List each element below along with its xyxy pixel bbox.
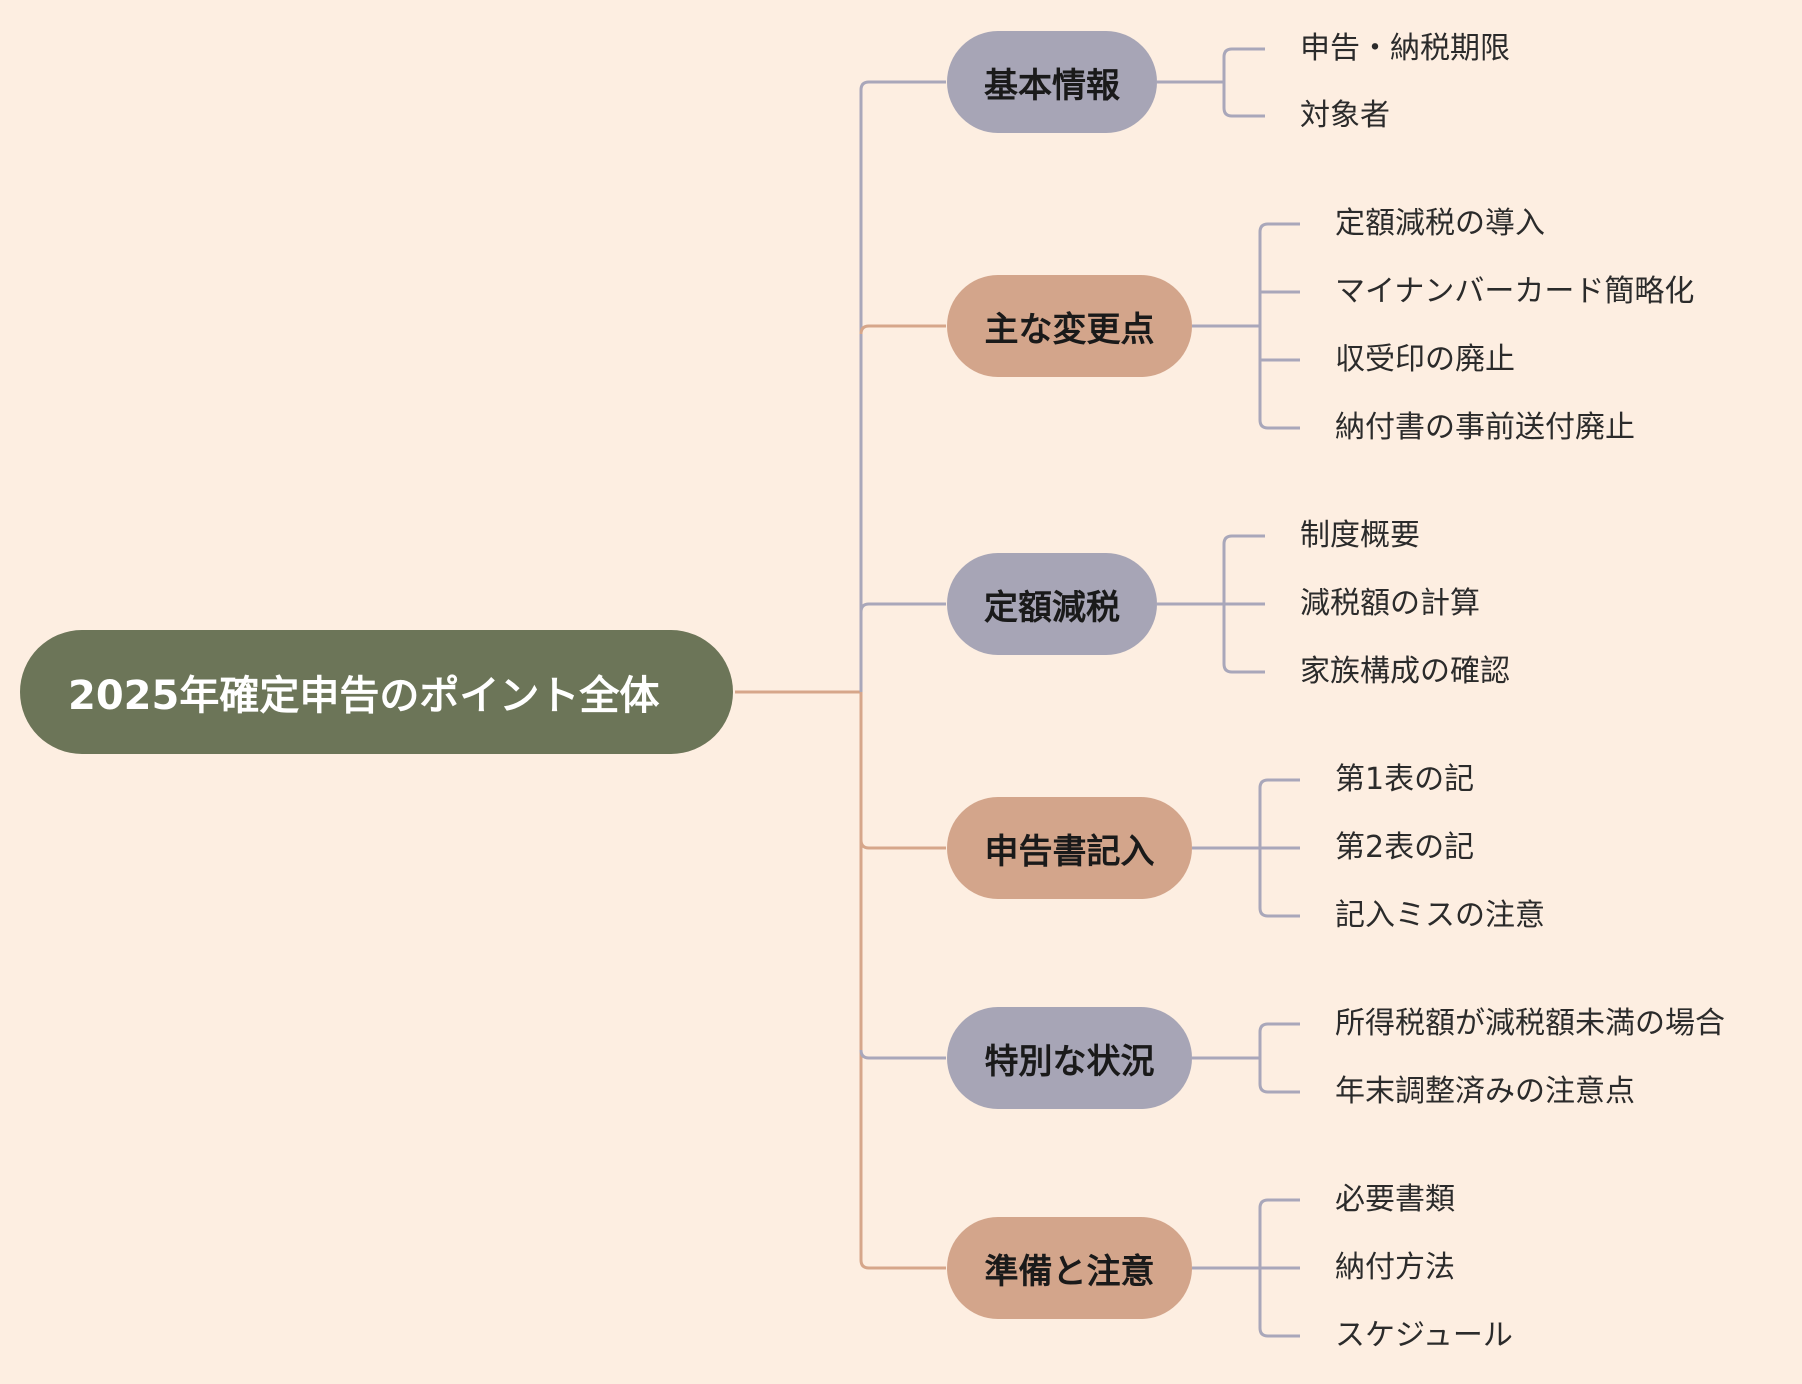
leaf-deadline[interactable]: 申告・納税期限: [1300, 31, 1510, 66]
branch-node-main-changes[interactable]: 主な変更点: [947, 275, 1192, 377]
leaf-tax-below-cut[interactable]: 所得税額が減税額未満の場合: [1335, 1006, 1725, 1041]
branch-stub-4: [859, 1049, 946, 1060]
branch-node-preparation[interactable]: 準備と注意: [947, 1217, 1192, 1319]
leaf-system-overview[interactable]: 制度概要: [1300, 518, 1420, 553]
branch-stub-2: [859, 602, 946, 613]
branch-label: 申告書記入: [984, 831, 1155, 872]
leaf-bracket-1: [1258, 222, 1300, 430]
leaf-required-documents[interactable]: 必要書類: [1335, 1182, 1455, 1217]
branch-label: 主な変更点: [984, 309, 1155, 350]
branch-label: 準備と注意: [984, 1251, 1155, 1292]
root-label: 2025年確定申告のポイント全体: [68, 673, 660, 719]
leaf-year-end-adjusted[interactable]: 年末調整済みの注意点: [1335, 1074, 1635, 1109]
branch-label: 特別な状況: [984, 1041, 1155, 1082]
branch-stub-1: [859, 324, 946, 335]
trunk-lower: [859, 692, 946, 1270]
leaf-payment-slip-abolished[interactable]: 納付書の事前送付廃止: [1335, 410, 1635, 445]
leaf-form-2[interactable]: 第2表の記: [1335, 830, 1475, 865]
leaf-fixed-tax-cut-intro[interactable]: 定額減税の導入: [1335, 206, 1545, 241]
leaf-payment-method[interactable]: 納付方法: [1335, 1250, 1455, 1285]
leaf-schedule[interactable]: スケジュール: [1335, 1318, 1513, 1353]
branch-node-basic-info[interactable]: 基本情報: [947, 31, 1157, 133]
branch-label: 基本情報: [984, 65, 1120, 106]
branch-node-special-cases[interactable]: 特別な状況: [947, 1007, 1192, 1109]
leaf-receipt-stamp-abolished[interactable]: 収受印の廃止: [1335, 342, 1515, 377]
branch-stub-3: [859, 839, 946, 850]
leaf-family-check[interactable]: 家族構成の確認: [1300, 654, 1510, 689]
branch-label: 定額減税: [984, 587, 1120, 628]
leaf-form-1[interactable]: 第1表の記: [1335, 762, 1475, 797]
leaf-target-persons[interactable]: 対象者: [1300, 98, 1390, 133]
leaf-tax-cut-calculation[interactable]: 減税額の計算: [1300, 586, 1480, 621]
branch-node-fixed-tax-cut[interactable]: 定額減税: [947, 553, 1157, 655]
leaf-bracket-4: [1258, 1022, 1300, 1094]
root-node[interactable]: 2025年確定申告のポイント全体: [20, 630, 733, 754]
branch-node-form-entry[interactable]: 申告書記入: [947, 797, 1192, 899]
leaf-bracket-0: [1222, 47, 1265, 118]
leaf-entry-mistakes[interactable]: 記入ミスの注意: [1335, 898, 1545, 933]
trunk-upper: [859, 80, 946, 692]
leaf-my-number-card[interactable]: マイナンバーカード簡略化: [1335, 274, 1695, 309]
